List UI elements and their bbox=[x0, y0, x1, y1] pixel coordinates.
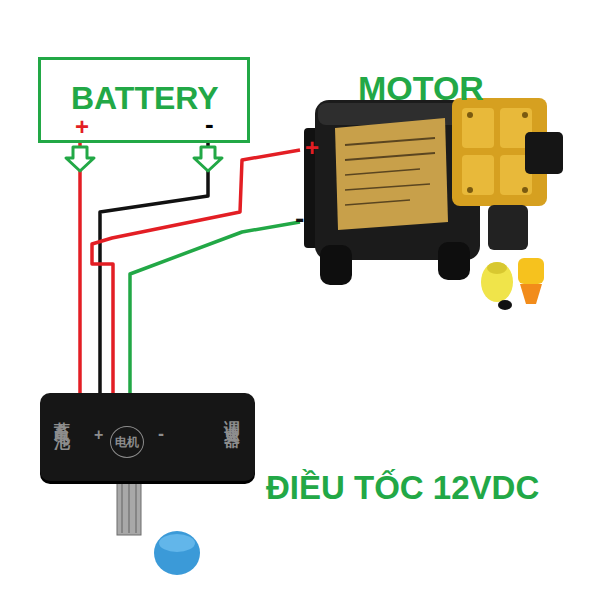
screw bbox=[522, 112, 528, 118]
label-line bbox=[345, 169, 420, 175]
knob-shaft bbox=[117, 475, 141, 535]
polarity-sign: - bbox=[295, 205, 304, 233]
wire bbox=[78, 143, 82, 393]
battery-box: BATTERY+ - bbox=[38, 57, 250, 143]
knob-cap bbox=[154, 531, 200, 575]
pump-illustration bbox=[304, 98, 563, 310]
battery-title: BATTERY bbox=[71, 82, 219, 114]
knob-cap-top bbox=[159, 534, 195, 552]
label-line bbox=[345, 184, 430, 190]
polarity-sign: + bbox=[305, 136, 319, 160]
pump-head-block bbox=[462, 108, 494, 148]
knob-ridge bbox=[128, 480, 130, 533]
nozzle-cap bbox=[481, 262, 513, 302]
pump-switch bbox=[525, 132, 563, 174]
pump-foot bbox=[438, 242, 470, 280]
label-line bbox=[345, 138, 435, 145]
nozzle-ring bbox=[498, 300, 512, 310]
label-line bbox=[345, 153, 435, 160]
embossed-text: 电机 bbox=[110, 426, 144, 458]
speed-knob bbox=[117, 475, 200, 575]
knob-ridge bbox=[135, 480, 137, 533]
pump-outlet bbox=[488, 205, 528, 250]
down-arrow bbox=[194, 147, 222, 171]
screw bbox=[467, 187, 473, 193]
screw bbox=[467, 112, 473, 118]
nozzle-cap-top bbox=[487, 262, 507, 274]
knob-ridge bbox=[121, 480, 123, 533]
embossed-sign: - bbox=[158, 425, 164, 443]
wire bbox=[92, 150, 300, 393]
speed-controller: ĐIỀU TỐC 12VDC蓄电池+电机-调速器 bbox=[40, 393, 255, 481]
nozzle-tip bbox=[520, 284, 542, 304]
pump-label bbox=[335, 118, 448, 230]
down-arrow bbox=[66, 147, 94, 171]
embossed-sign: + bbox=[94, 427, 103, 443]
terminal-sign: + bbox=[75, 115, 89, 139]
embossed-text: 蓄电池 bbox=[54, 409, 70, 427]
pump-foot bbox=[320, 245, 352, 285]
nozzle-body bbox=[518, 258, 544, 284]
label-line bbox=[345, 200, 410, 205]
motor-title: MOTOR bbox=[358, 71, 484, 105]
pump-head-block bbox=[462, 155, 494, 195]
controller-title: ĐIỀU TỐC 12VDC bbox=[266, 471, 539, 504]
motor-pump: MOTOR bbox=[300, 65, 580, 300]
wire bbox=[130, 222, 300, 393]
screw bbox=[522, 187, 528, 193]
terminal-sign: - bbox=[205, 111, 214, 137]
wire bbox=[100, 143, 208, 393]
embossed-text: 调速器 bbox=[224, 407, 240, 425]
